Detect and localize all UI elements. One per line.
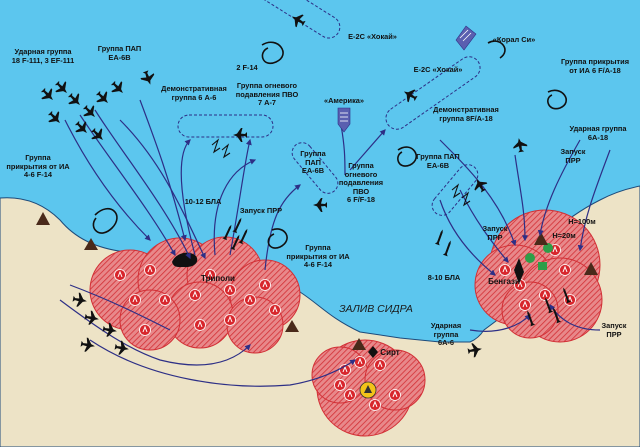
label-sead-group-center: Группа огневого подавления ПВО 6 F/F-18 [338, 161, 384, 205]
label-gulf-of-sidra: ЗАЛИВ СИДРА [339, 303, 413, 315]
label-uav-east: 8-10 БЛА [427, 273, 461, 282]
label-uav-west: 10-12 БЛА [184, 197, 222, 206]
label-cover-group-east: Группа прикрытия от ИА 6 F/A-18 [560, 57, 630, 75]
tripoli-city [172, 252, 198, 268]
flight-routes [59, 99, 611, 387]
label-cover-group-west: Группа прикрытия от ИА 4-6 F-14 [6, 153, 70, 180]
loop-maneuvers [92, 40, 567, 249]
label-cover-group-center: Группа прикрытия от ИА 4-6 F-14 [286, 243, 350, 270]
benghazi-city [514, 258, 524, 284]
label-demo-group-east: Демонстративная группа 8F/A-18 [433, 105, 499, 123]
label-demo-group-west: Демонстративная группа 6 A-6 [161, 84, 227, 102]
label-strike-group-east: Ударная группа 6A-18 [569, 124, 627, 142]
air-defense-zones-tripoli [89, 236, 301, 354]
label-sead-group-west: Группа огневого подавления ПВО 7 A-7 [235, 81, 299, 108]
label-sirte: Сирт [380, 348, 400, 357]
label-pap-group-east: Группа ПАП EA-6B [416, 152, 460, 170]
label-tripoli: Триполи [201, 274, 235, 283]
label-e2c-west: Е-2С «Хокай» [348, 32, 397, 41]
label-strike-group: Ударная группа 18 F-111, 3 EF-111 [11, 47, 75, 65]
label-arm-launch-west: Запуск ПРР [239, 206, 283, 215]
label-arm-launch-east: Запуск ПРР [560, 147, 586, 165]
label-strike-group-southeast: Ударная группа 6A-6 [430, 321, 462, 348]
airfield-markers [359, 243, 553, 399]
mountain-markers [36, 212, 598, 350]
label-e2c-east: Е-2С «Хокай» [413, 65, 463, 74]
label-america: «Америка» [323, 96, 364, 105]
label-f14-pair: 2 F-14 [236, 63, 258, 72]
label-pap-group-west: Группа ПАП EA-6B [97, 44, 142, 62]
label-h100: H=100м [568, 217, 596, 226]
label-coral-sea: «Корал Си» [492, 35, 536, 44]
label-arm-launch-center: Запуск ПРР [482, 224, 508, 242]
jamming-bolts [211, 138, 471, 207]
label-pap-group-center: Группа ПАП EA-6B [300, 149, 326, 176]
ship-decks [340, 29, 472, 122]
label-h20: H=20м [552, 231, 576, 240]
label-benghazi: Бенгази [488, 277, 520, 286]
label-arm-launch-southeast: Запуск ПРР [601, 321, 627, 339]
sirte-city [368, 346, 378, 358]
